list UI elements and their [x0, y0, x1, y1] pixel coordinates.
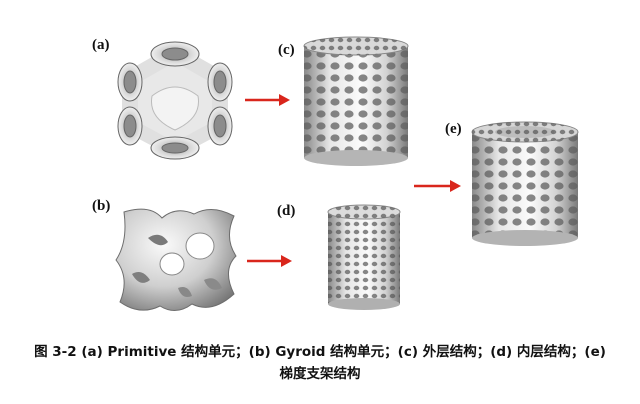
panel-label-e: (e) [445, 121, 462, 137]
arrow-to-e [414, 180, 461, 192]
panel-label-a: (a) [92, 37, 110, 53]
panel-label-d: (d) [277, 203, 296, 219]
caption-line-2: 梯度支架结构 [279, 366, 361, 382]
outer-layer-structure-image [303, 36, 409, 166]
panel-label-c: (c) [278, 42, 295, 58]
inner-layer-structure-image [327, 204, 401, 310]
gradient-scaffold-image [471, 121, 579, 246]
figure-caption: 图 3-2 (a) Primitive 结构单元；(b) Gyroid 结构单元… [0, 341, 640, 385]
primitive-unit-cell-image [117, 41, 233, 160]
arrow-a-to-c [245, 94, 290, 106]
caption-line-1: 图 3-2 (a) Primitive 结构单元；(b) Gyroid 结构单元… [34, 344, 606, 360]
arrow-b-to-d [247, 255, 292, 267]
panel-label-b: (b) [92, 198, 111, 214]
gyroid-unit-cell-image [115, 208, 237, 311]
